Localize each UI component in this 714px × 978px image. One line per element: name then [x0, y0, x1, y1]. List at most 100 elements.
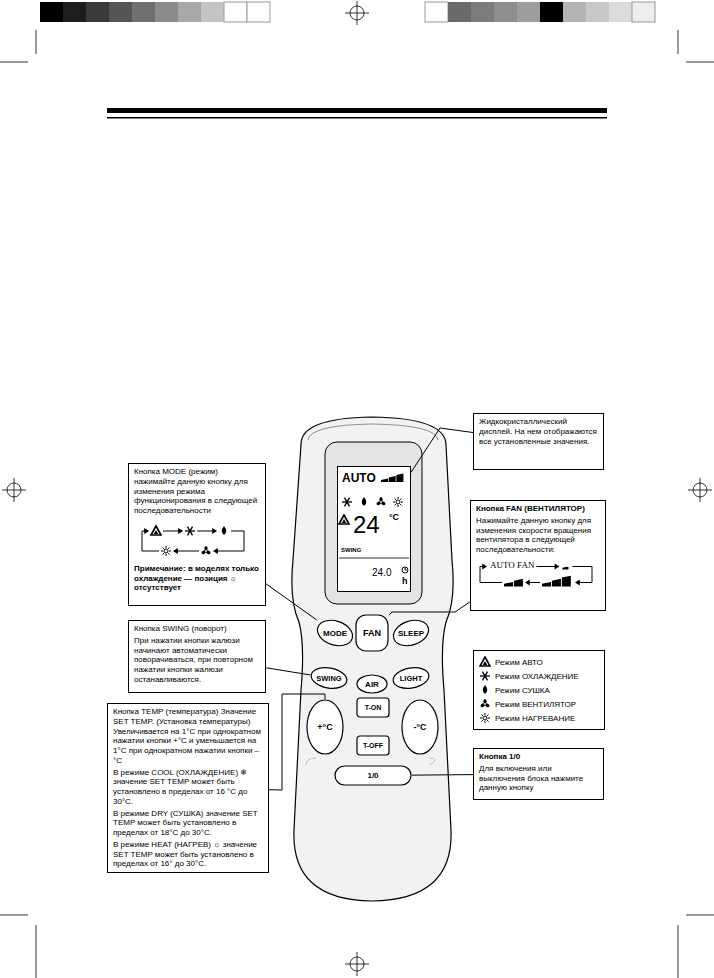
color-bar: [609, 2, 632, 22]
display-frame: [325, 442, 422, 604]
callout-box: Кнопка SWING (поворот) При нажатии кнопки…: [128, 620, 266, 693]
moon-icon: [341, 530, 345, 538]
button-label: LIGHT: [400, 674, 423, 683]
remote-edge: [306, 758, 435, 765]
fan-icon: [201, 546, 211, 555]
remote-body: [292, 417, 453, 901]
leader-line: [412, 774, 473, 776]
button-shape: [310, 665, 349, 691]
remote-button: AIR: [356, 674, 388, 694]
legend-row: Режим НАГРЕВАНИЕ: [479, 711, 599, 725]
color-bar: [132, 2, 155, 22]
registration-mark: [345, 1, 369, 25]
callout-box: Кнопка MODE (режим) нажимайте данную кно…: [128, 463, 266, 606]
remote-edge: [308, 424, 438, 440]
color-bar: [224, 2, 247, 22]
color-bar: [586, 2, 609, 22]
color-bar: [40, 2, 63, 22]
bars1-icon: [562, 566, 568, 569]
display-readout: 24: [353, 513, 380, 537]
callout-box: Кнопка 1/0Для включения или выключения б…: [473, 748, 604, 800]
arrow-head: [525, 579, 530, 585]
mode-icon: [479, 684, 491, 696]
bars3-icon: [381, 474, 403, 482]
color-bar: [471, 2, 494, 22]
remote-button: -°C: [401, 699, 439, 755]
sequence-line: [214, 531, 244, 551]
legend-row: Режим ОХЛАЖДЕНИЕ: [479, 669, 599, 683]
sequence-line: [142, 531, 159, 551]
mode-icon: [479, 670, 491, 682]
remote-button: +°C: [306, 699, 344, 755]
callout-text: AUTO FAN: [490, 560, 534, 571]
leader-line: [266, 584, 317, 620]
color-bar: [632, 2, 655, 22]
arrow-head: [178, 528, 183, 534]
auto-icon: [480, 657, 490, 666]
color-bar: [63, 2, 86, 22]
callout-text: Кнопка MODE (режим) нажимайте данную кно…: [134, 467, 260, 516]
remote-control: [292, 417, 453, 901]
button-label: 1/0: [367, 771, 378, 780]
callout-text: При нажатии кнопки жалюзи начинают автом…: [134, 636, 260, 685]
legend-box: Режим АВТО Режим ОХЛАЖДЕНИЕРежим СУШКА Реж…: [473, 650, 605, 730]
snow-icon: [185, 526, 195, 535]
leader-line: [389, 602, 470, 615]
leader-line: [411, 428, 473, 472]
bars2-icon: [504, 579, 523, 587]
button-label: MODE: [323, 629, 347, 638]
button-label: FAN: [363, 628, 381, 638]
color-bar: [563, 2, 586, 22]
button-shape: [314, 616, 356, 650]
drop-icon: [362, 497, 367, 506]
callout-text: Примечание: в моделях только охлаждение …: [134, 564, 260, 593]
callout-box: Жидкокристаллический дисплей. На нем ото…: [473, 413, 604, 470]
button-shape: [357, 698, 389, 717]
button-label: -°C: [413, 722, 426, 732]
display-glass: [337, 466, 411, 592]
callout-text: В режиме DRY (СУШКА) значение SET TEMP м…: [113, 809, 263, 838]
callout-box: Кнопка FAN (ВЕНТИЛЯТОР)Нажимайте данную …: [470, 500, 606, 611]
color-bar: [448, 2, 471, 22]
legend-text: Режим АВТО: [495, 658, 543, 667]
header-rule: [107, 117, 607, 119]
button-shape: [390, 616, 432, 650]
snow-icon: [480, 672, 490, 681]
callout-text: Для включения или выключения блока нажми…: [479, 764, 598, 793]
arrow-head: [482, 563, 487, 569]
callout-text: Кнопка SWING (поворот): [134, 624, 260, 634]
arrow-head: [173, 548, 178, 554]
color-bar: [494, 2, 517, 22]
header-rule: [107, 108, 607, 113]
mode-icon: [479, 656, 491, 668]
color-bars: [40, 2, 655, 22]
leader-line: [266, 668, 310, 675]
auto-icon: [339, 515, 349, 524]
fan-icon: [480, 699, 490, 708]
color-bar: [247, 2, 270, 22]
display-readout: °C: [389, 513, 399, 522]
display-divider: [339, 558, 409, 559]
color-bar: [86, 2, 109, 22]
sun-icon: [393, 497, 403, 507]
callout-text: Кнопка FAN (ВЕНТИЛЯТОР): [476, 504, 600, 514]
callout-text: Кнопка TEMP (температура) Значение SET T…: [113, 707, 263, 766]
sequence-line: [480, 566, 502, 582]
clock-icon: [402, 567, 408, 573]
color-bar: [201, 2, 224, 22]
button-shape: [392, 665, 431, 691]
legend-row: Режим СУШКА: [479, 683, 599, 697]
arrow-head: [144, 528, 149, 534]
lcd-display: AUTO24°CSWING24.0h: [337, 466, 411, 592]
color-bar: [155, 2, 178, 22]
display-readout: 24.0: [372, 568, 391, 578]
arrow-head: [575, 579, 580, 585]
button-label: T-OFF: [363, 742, 383, 749]
arrow-head: [213, 548, 218, 554]
color-bar: [178, 2, 201, 22]
mode-icon: [479, 698, 491, 710]
auto-icon: [151, 526, 161, 535]
fan-icon: [376, 497, 386, 506]
